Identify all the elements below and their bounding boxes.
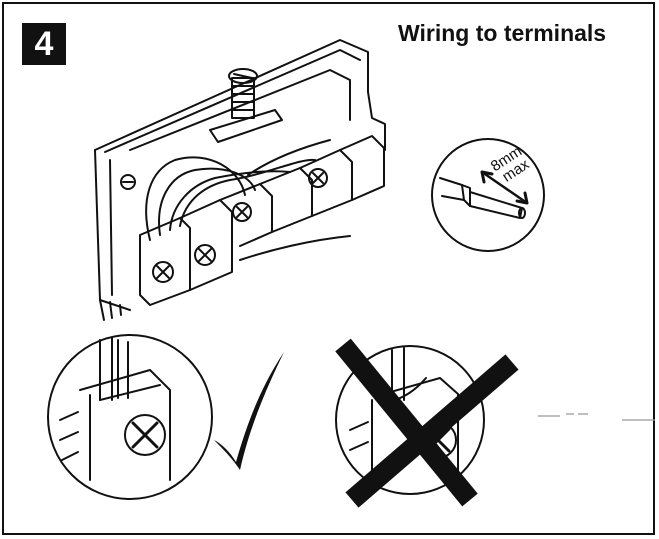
socket-faceplate-illustration	[94, 39, 386, 321]
correct-wiring-example	[47, 334, 213, 500]
diagram-frame	[2, 2, 655, 535]
cross-mark-icon	[335, 338, 519, 508]
diagram-title: Wiring to terminals	[398, 20, 607, 46]
check-mark-icon	[214, 352, 284, 470]
step-number-badge: 4	[22, 23, 66, 65]
strip-length-detail	[431, 138, 545, 252]
